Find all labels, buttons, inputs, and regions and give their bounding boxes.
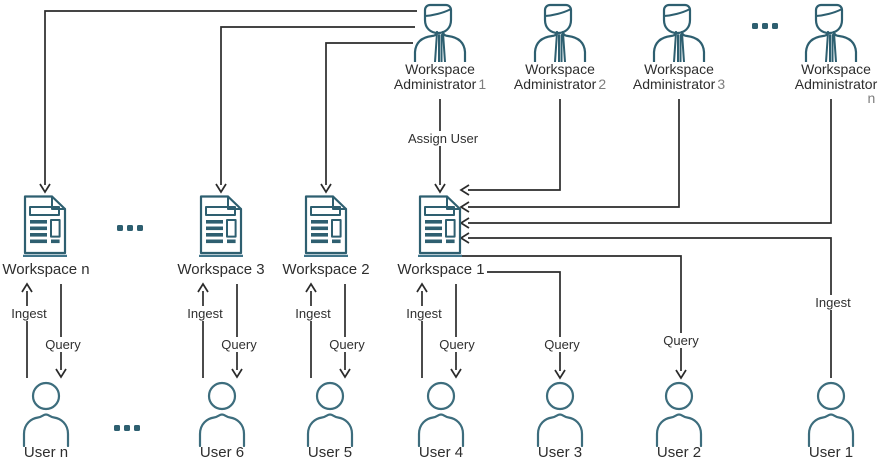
arrow-admin1-workspace-n <box>39 10 417 194</box>
ellipsis-icon <box>752 23 778 29</box>
person-icon <box>416 381 466 447</box>
admin-label-line1: Workspace <box>525 61 595 77</box>
arrow-admin1-workspace-3 <box>215 26 415 194</box>
user-n-label: User n <box>23 444 69 461</box>
admin-number: 2 <box>598 76 607 92</box>
arrow-user1-ingest-workspace-1 <box>459 232 832 378</box>
admin-number: 3 <box>717 76 726 92</box>
admin-person-icon <box>651 2 707 62</box>
admin-person-icon <box>412 2 468 62</box>
document-icon <box>198 195 244 257</box>
workspace-2-label: Workspace 2 <box>282 261 370 278</box>
arrow-adminN-workspace-1 <box>459 99 832 229</box>
query-label: Query <box>542 337 582 352</box>
ingest-label: Ingest <box>404 306 444 321</box>
document-icon <box>303 195 349 257</box>
person-icon <box>535 381 585 447</box>
admin-label-line2: Administrator <box>513 76 597 92</box>
admin-person-icon <box>803 2 859 62</box>
user-6-label: User 6 <box>199 444 245 461</box>
document-icon <box>22 195 68 257</box>
query-label: Query <box>219 337 259 352</box>
workspace-n-label: Workspace n <box>2 261 90 278</box>
user-5-label: User 5 <box>307 444 353 461</box>
query-label: Query <box>43 337 83 352</box>
person-icon <box>197 381 247 447</box>
arrow-workspace1-query-user2 <box>462 255 687 380</box>
user-3-label: User 3 <box>537 444 583 461</box>
arrow-admin3-workspace-1 <box>459 99 680 213</box>
user-2-label: User 2 <box>656 444 702 461</box>
ingest-label: Ingest <box>293 306 333 321</box>
ingest-label: Ingest <box>9 306 49 321</box>
person-icon <box>654 381 704 447</box>
ingest-label: Ingest <box>813 295 853 310</box>
workspace-3-label: Workspace 3 <box>177 261 265 278</box>
assign-user-label: Assign User <box>405 131 481 146</box>
ellipsis-icon <box>114 425 140 431</box>
user-4-label: User 4 <box>418 444 464 461</box>
admin-number: n <box>867 90 876 106</box>
admin-number: 1 <box>478 76 487 92</box>
document-icon <box>417 195 463 257</box>
admin-label-line2: Administrator <box>632 76 716 92</box>
query-label: Query <box>327 337 367 352</box>
arrow-admin1-workspace-2 <box>320 42 413 194</box>
arrow-workspace1-query-user3 <box>487 271 566 380</box>
user-1-label: User 1 <box>808 444 854 461</box>
admin-label-line1: Workspace <box>644 61 714 77</box>
query-label: Query <box>437 337 477 352</box>
person-icon <box>21 381 71 447</box>
person-icon <box>806 381 856 447</box>
workspace-1-label: Workspace 1 <box>397 261 485 278</box>
query-label: Query <box>661 333 701 348</box>
ellipsis-icon <box>117 225 143 231</box>
admin-label-line1: Workspace <box>801 61 871 77</box>
ingest-label: Ingest <box>185 306 225 321</box>
admin-person-icon <box>532 2 588 62</box>
arrow-admin2-workspace-1 <box>459 99 561 196</box>
admin-label-line2: Administrator <box>794 76 878 92</box>
admin-label-line2: Administrator <box>393 76 477 92</box>
person-icon <box>305 381 355 447</box>
admin-label-line1: Workspace <box>405 61 475 77</box>
